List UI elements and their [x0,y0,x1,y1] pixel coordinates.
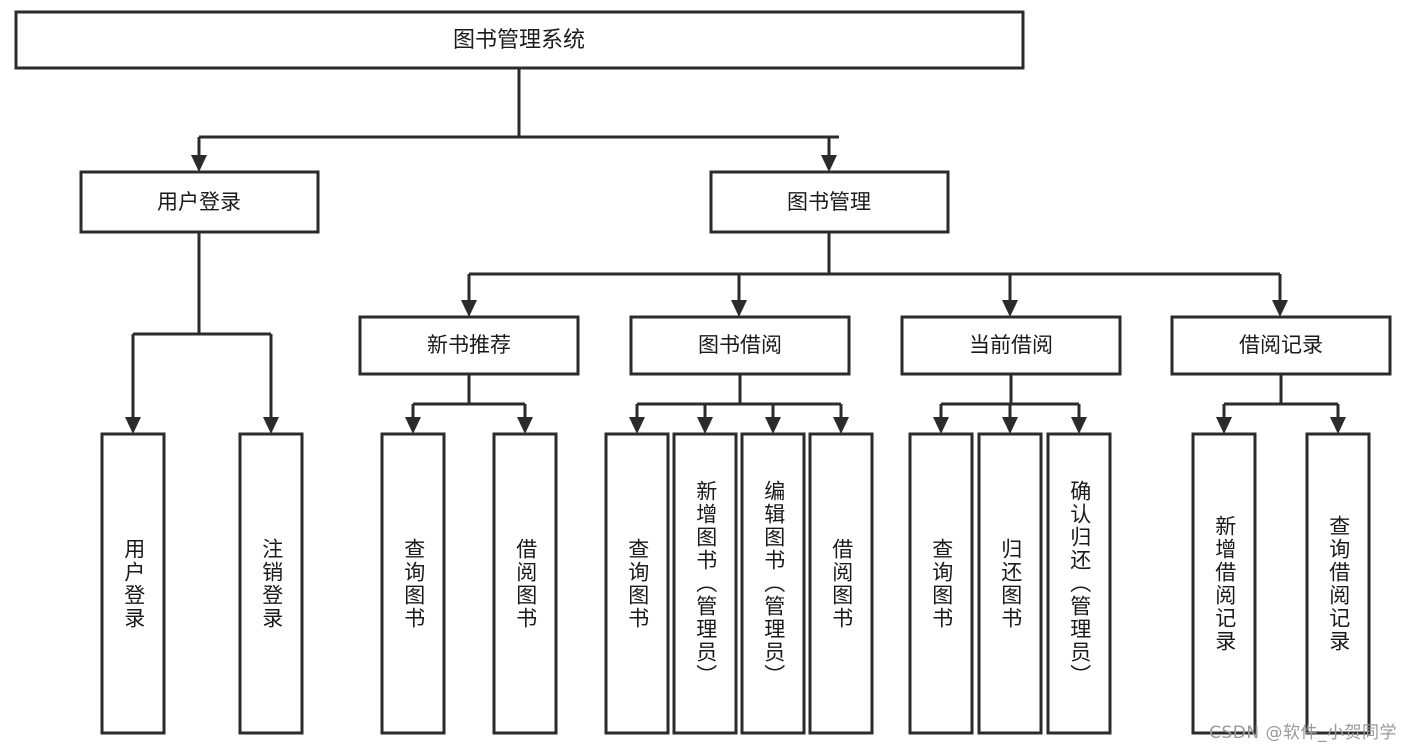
arrow-head-borrow-record-leaf2 [1330,417,1346,434]
leaf-box-new-book-borrow[interactable] [492,432,558,735]
leaf-box-user-login-login[interactable] [100,432,166,735]
arrow-head-book-management [821,155,837,172]
leaf-box-book-borrow-borrow[interactable] [808,432,874,735]
leaf-label-new-book-query: 查询图书 [401,537,426,630]
leaf-label-wrap: 归还图书 [998,537,1023,630]
current-borrow-node-box[interactable] [900,315,1122,376]
node-root-book-management-system[interactable]: 图书管理系统 [14,10,1025,70]
leaf-node-book-borrow-query[interactable]: 查询图书 [604,432,670,735]
node-user-login[interactable]: 用户登录 [79,170,320,234]
leaf-box-new-book-query[interactable] [380,432,446,735]
leaf-label-wrap: 新增借阅记录 [1212,514,1237,653]
arrow-head-user-login-leaf2 [263,417,279,434]
leaf-box-user-login-logout[interactable] [238,432,304,735]
leaf-label-wrap: 查询图书 [401,537,426,630]
arrow-head-book-borrow-leaf3 [765,417,781,434]
leaf-label-borrow-record-query: 查询借阅记录 [1326,514,1351,653]
root-node-box[interactable] [14,10,1025,70]
arrow-head-current-borrow-leaf1 [933,417,949,434]
leaf-label-wrap: 借阅图书 [829,537,854,630]
leaf-label-wrap: 编辑图书（管理员） [761,480,786,687]
leaf-node-current-borrow-confirm[interactable]: 确认归还（管理员） [1046,432,1112,735]
leaf-node-user-login-logout[interactable]: 注销登录 [238,432,304,735]
leaf-label-wrap: 查询借阅记录 [1326,514,1351,653]
new-book-recommend-node-label: 新书推荐 [427,333,511,357]
leaf-label-borrow-record-add: 新增借阅记录 [1212,514,1237,653]
leaf-label-book-borrow-query: 查询图书 [625,537,650,630]
leaf-node-book-borrow-add[interactable]: 新增图书（管理员） [672,432,738,735]
arrow-head-book-borrow-leaf1 [629,417,645,434]
book-borrow-node-box[interactable] [629,315,851,376]
leaf-node-borrow-record-query[interactable]: 查询借阅记录 [1305,432,1371,735]
leaf-label-wrap: 用户登录 [121,537,146,630]
arrow-head-current-borrow-leaf3 [1071,417,1087,434]
arrow-head-current-borrow [1002,300,1018,317]
arrow-head-book-borrow-leaf2 [697,417,713,434]
leaf-node-user-login-login[interactable]: 用户登录 [100,432,166,735]
leaf-box-book-borrow-query[interactable] [604,432,670,735]
node-book-management[interactable]: 图书管理 [709,170,950,234]
arrow-head-book-borrow [731,300,747,317]
book-management-node-label: 图书管理 [787,190,871,214]
leaf-box-current-borrow-confirm[interactable] [1046,432,1112,735]
arrow-head-borrow-record-leaf1 [1216,417,1232,434]
leaf-node-new-book-query[interactable]: 查询图书 [380,432,446,735]
leaf-node-new-book-borrow[interactable]: 借阅图书 [492,432,558,735]
leaf-label-wrap: 借阅图书 [513,537,538,630]
arrow-head-borrow-record [1272,300,1288,317]
root-node-label: 图书管理系统 [453,28,585,53]
leaf-label-current-borrow-query: 查询图书 [929,537,954,630]
leaf-box-book-borrow-edit[interactable] [740,432,806,735]
arrow-head-new-book-leaf2 [517,417,533,434]
current-borrow-node-label: 当前借阅 [969,333,1053,357]
arrow-head-current-borrow-leaf2 [1002,417,1018,434]
leaf-label-current-borrow-return: 归还图书 [998,537,1023,630]
book-management-node-box[interactable] [709,170,950,234]
arrow-head-user-login-leaf1 [125,417,141,434]
node-borrow-record[interactable]: 借阅记录 [1170,315,1392,376]
leaf-node-borrow-record-add[interactable]: 新增借阅记录 [1191,432,1257,735]
leaf-label-book-borrow-edit: 编辑图书（管理员） [761,480,786,687]
arrow-head-book-borrow-leaf4 [833,417,849,434]
borrow-record-node-label: 借阅记录 [1239,333,1323,357]
leaf-box-current-borrow-return[interactable] [977,432,1043,735]
node-current-borrow[interactable]: 当前借阅 [900,315,1122,376]
book-borrow-node-label: 图书借阅 [698,333,782,357]
leaf-label-wrap: 新增图书（管理员） [693,480,718,687]
leaf-label-wrap: 注销登录 [259,537,284,630]
leaf-box-current-borrow-query[interactable] [908,432,974,735]
arrow-head-new-book-leaf1 [405,417,421,434]
leaf-node-current-borrow-query[interactable]: 查询图书 [908,432,974,735]
leaf-label-wrap: 确认归还（管理员） [1067,480,1092,687]
leaf-label-book-borrow-borrow: 借阅图书 [829,537,854,630]
new-book-recommend-node-box[interactable] [358,315,580,376]
node-book-borrow[interactable]: 图书借阅 [629,315,851,376]
leaf-label-user-login-logout: 注销登录 [259,537,284,630]
leaf-box-book-borrow-add[interactable] [672,432,738,735]
leaf-label-new-book-borrow: 借阅图书 [513,537,538,630]
leaf-label-book-borrow-add: 新增图书（管理员） [693,480,718,687]
leaf-box-borrow-record-query[interactable] [1305,432,1371,735]
leaf-label-user-login-login: 用户登录 [121,537,146,630]
leaf-node-current-borrow-return[interactable]: 归还图书 [977,432,1043,735]
node-new-book-recommend[interactable]: 新书推荐 [358,315,580,376]
leaf-node-book-borrow-edit[interactable]: 编辑图书（管理员） [740,432,806,735]
borrow-record-node-box[interactable] [1170,315,1392,376]
arrow-head-new-book [461,300,477,317]
leaf-node-book-borrow-borrow[interactable]: 借阅图书 [808,432,874,735]
user-login-node-label: 用户登录 [157,190,241,214]
leaf-label-wrap: 查询图书 [625,537,650,630]
arrow-head-user-login [191,155,207,172]
leaf-label-current-borrow-confirm: 确认归还（管理员） [1067,480,1092,687]
leaf-box-borrow-record-add[interactable] [1191,432,1257,735]
leaf-label-wrap: 查询图书 [929,537,954,630]
